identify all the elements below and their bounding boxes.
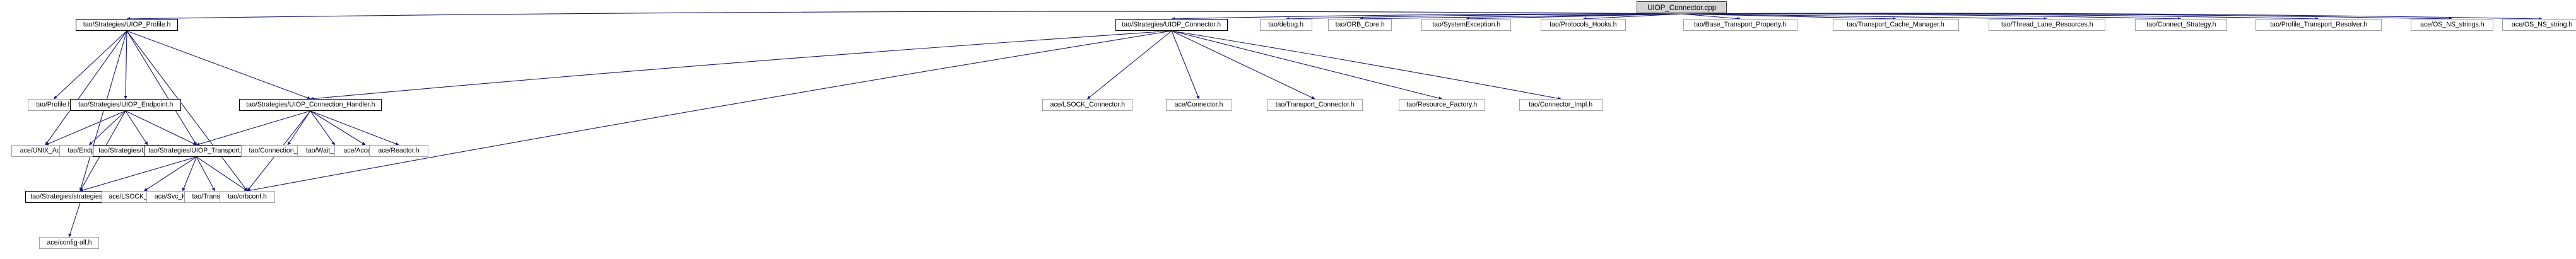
graph-node-profile_resolver[interactable]: tao/Profile_Transport_Resolver.h — [2255, 19, 2382, 31]
graph-node-label: ace/Connector.h — [1175, 101, 1223, 108]
graph-edge — [247, 30, 1172, 192]
graph-edge — [45, 110, 126, 146]
graph-node-thread_lane[interactable]: tao/Thread_Lane_Resources.h — [1989, 19, 2105, 31]
graph-node-label: ace/UNIX_Addr.h — [20, 147, 71, 154]
graph-edge — [182, 156, 197, 192]
graph-node-label: UIOP_Connector.cpp — [1647, 3, 1716, 12]
graph-node-label: tao/Strategies/UIOP_Connector.h — [1122, 21, 1221, 28]
graph-edge — [1171, 30, 1561, 100]
graph-node-label: ace/OS_NS_strings.h — [2420, 21, 2485, 28]
graph-node-label: tao/Transport_Connector.h — [1275, 101, 1355, 108]
graph-edge — [68, 202, 81, 238]
graph-edge — [1359, 13, 1682, 21]
graph-node-cache_manager[interactable]: tao/Transport_Cache_Manager.h — [1833, 19, 1959, 31]
graph-node-label: tao/Strategies/strategies_export.h — [30, 193, 130, 200]
graph-edge — [79, 30, 127, 192]
graph-node-transport_conn[interactable]: tao/Transport_Connector.h — [1267, 99, 1363, 111]
graph-edge — [126, 30, 197, 146]
graph-node-uiop_transport[interactable]: tao/Strategies/UIOP_Transport.h — [144, 145, 249, 157]
graph-edge — [196, 156, 215, 192]
graph-node-label: tao/SystemException.h — [1432, 21, 1500, 28]
graph-edge — [310, 110, 399, 146]
graph-node-base_transport[interactable]: tao/Base_Transport_Property.h — [1683, 19, 1797, 31]
graph-edge — [1171, 30, 1315, 100]
graph-edge — [144, 156, 197, 192]
graph-node-label: tao/Transport_Cache_Manager.h — [1847, 21, 1945, 28]
graph-edge — [89, 110, 126, 146]
graph-node-uiop_connector_h[interactable]: tao/Strategies/UIOP_Connector.h — [1115, 19, 1228, 31]
graph-edge — [126, 30, 248, 192]
graph-node-lsock_connector[interactable]: ace/LSOCK_Connector.h — [1042, 99, 1132, 111]
graph-node-label: tao/Endpoint.h — [68, 147, 111, 154]
graph-node-label: tao/Base_Transport_Property.h — [1694, 21, 1787, 28]
graph-edge — [310, 30, 1172, 101]
graph-edge — [196, 110, 311, 146]
graph-edge — [1285, 13, 1682, 21]
graph-edge — [45, 30, 127, 146]
graph-edge — [79, 156, 197, 192]
graph-edge — [287, 110, 311, 146]
graph-node-label: ace/OS_NS_string.h — [2511, 21, 2573, 28]
graph-edge — [125, 110, 197, 146]
graph-edge — [1087, 30, 1172, 100]
graph-node-connect_strat[interactable]: tao/Connect_Strategy.h — [2135, 19, 2227, 31]
graph-node-root[interactable]: UIOP_Connector.cpp — [1637, 1, 1727, 13]
graph-node-ace_connector[interactable]: ace/Connector.h — [1166, 99, 1232, 111]
graph-node-uiop_profile[interactable]: tao/Strategies/UIOP_Profile.h — [76, 19, 178, 31]
graph-node-label: ace/Acceptor.h — [343, 147, 387, 154]
graph-node-os_ns_strings[interactable]: ace/OS_NS_strings.h — [2411, 19, 2493, 31]
graph-node-label: tao/Strategies/UIOP_Profile.h — [83, 21, 171, 28]
graph-node-label: tao/Connector_Impl.h — [1529, 101, 1593, 108]
graph-node-proto_hooks[interactable]: tao/Protocols_Hooks.h — [1541, 19, 1626, 31]
graph-edge — [54, 30, 127, 100]
graph-node-label: ace/LSOCK_Acceptor.h — [109, 193, 180, 200]
graph-node-label: tao/orbconf.h — [228, 193, 267, 200]
graph-node-label: ace/LSOCK_Connector.h — [1050, 101, 1125, 108]
graph-node-resource_factory[interactable]: tao/Resource_Factory.h — [1399, 99, 1485, 111]
graph-node-label: ace/Reactor.h — [378, 147, 420, 154]
graph-node-uiop_endpoint_h[interactable]: tao/Strategies/UIOP_Endpoint.h — [70, 99, 181, 111]
graph-node-label: tao/ORB_Core.h — [1335, 21, 1385, 28]
graph-edge — [196, 156, 248, 192]
graph-node-ace_reactor[interactable]: ace/Reactor.h — [369, 145, 428, 157]
graph-node-label: tao/Connection_Handler.h — [249, 147, 327, 154]
graph-node-label: tao/Transport.h — [192, 193, 238, 200]
graph-edge — [310, 110, 335, 146]
graph-node-label: tao/Thread_Lane_Resources.h — [2001, 21, 2093, 28]
graph-node-label: tao/debug.h — [1268, 21, 1304, 28]
graph-edge — [124, 30, 127, 100]
graph-edge — [125, 110, 148, 146]
graph-edge — [1466, 13, 1682, 21]
graph-node-label: tao/Profile_Transport_Resolver.h — [2270, 21, 2367, 28]
graph-edge — [126, 30, 311, 100]
graph-node-debug[interactable]: tao/debug.h — [1260, 19, 1312, 31]
graph-node-label: tao/Profile.h — [36, 101, 72, 108]
graph-edge — [310, 110, 366, 146]
graph-edge — [1681, 13, 2543, 21]
graph-node-uiop_conn_hand[interactable]: tao/Strategies/UIOP_Connection_Handler.h — [239, 99, 382, 111]
graph-edge — [1171, 30, 1200, 100]
graph-node-label: tao/Resource_Factory.h — [1406, 101, 1478, 108]
graph-node-label: tao/Strategies/UIOP_Endpoint.h — [78, 101, 173, 108]
graph-node-os_ns_string[interactable]: ace/OS_NS_string.h — [2502, 19, 2576, 31]
graph-edge — [1171, 30, 1443, 100]
graph-node-label: tao/Protocols_Hooks.h — [1550, 21, 1617, 28]
graph-node-label: tao/Connect_Strategy.h — [2146, 21, 2216, 28]
graph-node-config_all[interactable]: ace/config-all.h — [39, 237, 99, 249]
graph-node-label: tao/Strategies/UIOP_Connection_Handler.h — [245, 101, 375, 108]
graph-node-sysexc[interactable]: tao/SystemException.h — [1421, 19, 1511, 31]
graph-node-orb_core[interactable]: tao/ORB_Core.h — [1328, 19, 1392, 31]
graph-node-label: tao/Strategies/UIOP_Transport.h — [148, 147, 245, 154]
graph-edge — [1582, 13, 1682, 21]
graph-node-connector_impl[interactable]: tao/Connector_Impl.h — [1519, 99, 1603, 111]
graph-node-label: ace/Svc_Handler.h — [155, 193, 211, 200]
graph-node-orbconf[interactable]: tao/orbconf.h — [220, 191, 275, 203]
graph-node-label: ace/config-all.h — [46, 239, 92, 246]
graph-edge — [126, 11, 1682, 21]
graph-node-profile_h[interactable]: tao/Profile.h — [28, 99, 80, 111]
